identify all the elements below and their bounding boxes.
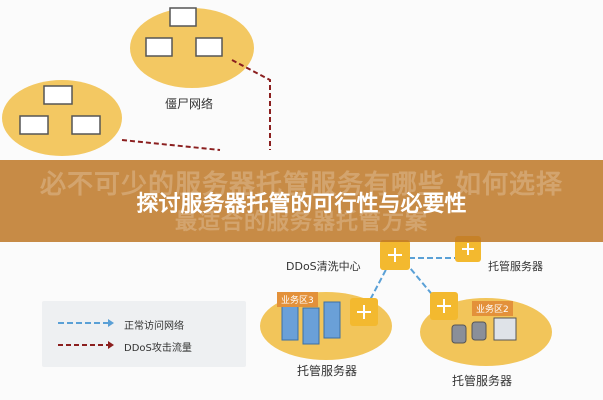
server-rack-icon: [281, 301, 341, 345]
legend-ddos-label: DDoS攻击流量: [124, 343, 192, 354]
computer-icon: [145, 7, 223, 57]
router-icon: [455, 236, 481, 262]
hosting-zone2-label: 托管服务器: [452, 374, 513, 388]
legend-normal-label: 正常访问网络: [124, 321, 184, 332]
botnet-ellipse-top: [130, 8, 254, 88]
computer-icon: [19, 85, 101, 135]
page-title: 探讨服务器托管的可行性与必要性: [136, 192, 467, 217]
legend-lines: [58, 319, 114, 349]
zone2-badge: 业务区2: [472, 301, 513, 316]
botnet-label: 僵尸网络: [165, 97, 214, 111]
ddos-center-label: DDoS清洗中心: [286, 260, 361, 273]
normal-path: [404, 261, 436, 299]
ddos-path: [231, 59, 271, 150]
storage-icon: [451, 317, 517, 344]
router-icon: [350, 298, 378, 326]
ddos-path: [121, 139, 221, 151]
zone3-badge: 业务区3: [277, 292, 318, 307]
hosting-right-label: 托管服务器: [488, 260, 543, 273]
hosting-zone3-label: 托管服务器: [297, 364, 358, 378]
legend-box: 正常访问网络 DDoS攻击流量: [42, 301, 246, 367]
ddos-center-router-icon: [380, 240, 410, 270]
title-banner: [0, 160, 603, 242]
router-icon: [430, 292, 458, 320]
banner-ghost-text: 必不可少的服务器托管服务有哪些 如何选择: [39, 170, 564, 200]
banner-ghost-text-2: 最适合的服务器托管方案: [174, 210, 428, 235]
botnet-ellipse-left: [2, 80, 122, 156]
normal-path: [369, 261, 391, 301]
